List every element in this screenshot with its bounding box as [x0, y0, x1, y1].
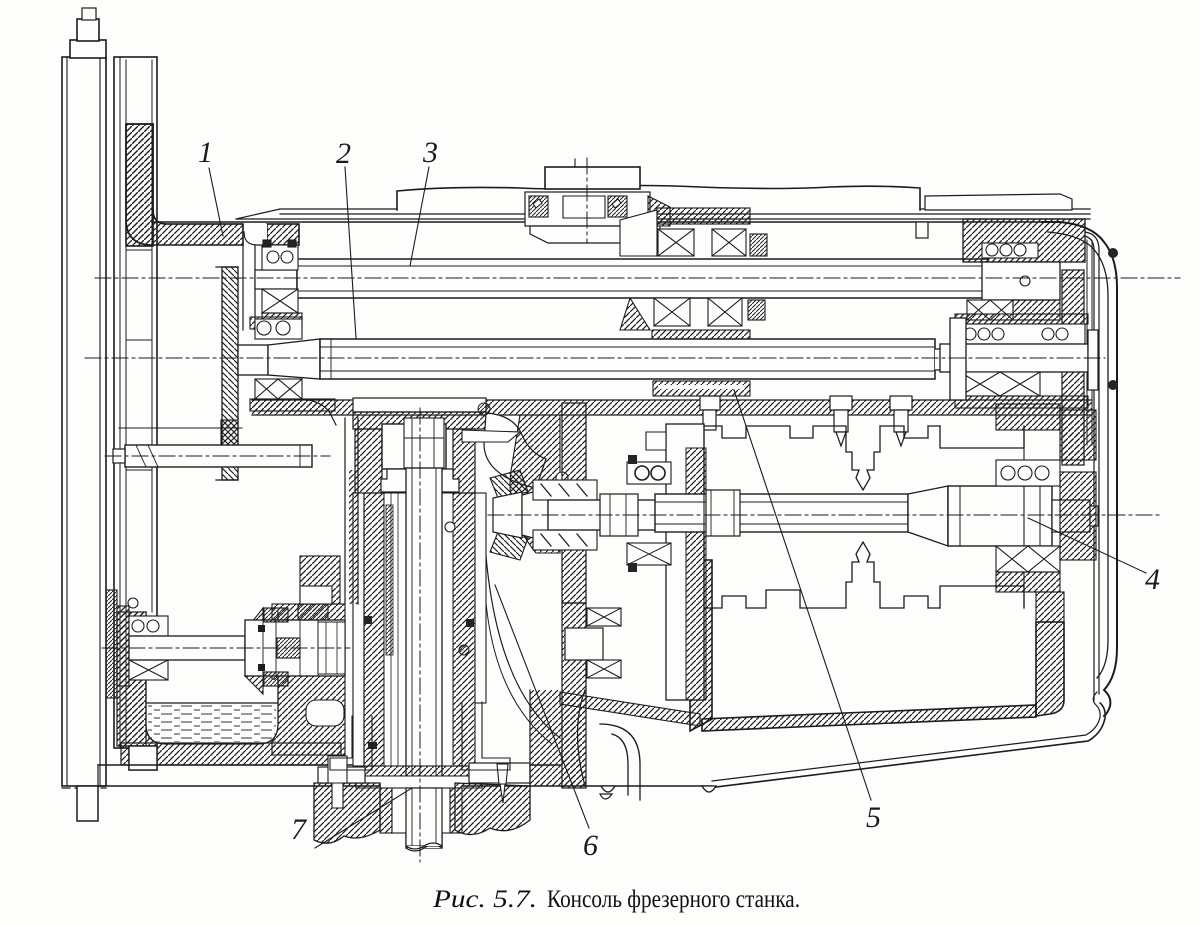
svg-text:4: 4: [1145, 563, 1160, 596]
svg-text:5: 5: [866, 801, 881, 834]
svg-text:6: 6: [583, 829, 598, 862]
svg-text:Консоль фрезерного станка.: Консоль фрезерного станка.: [547, 886, 800, 913]
svg-text:Рис. 5.7.: Рис. 5.7.: [432, 886, 537, 913]
svg-text:3: 3: [422, 136, 438, 169]
svg-text:7: 7: [291, 813, 308, 846]
svg-text:2: 2: [336, 137, 351, 170]
svg-text:1: 1: [198, 136, 213, 169]
